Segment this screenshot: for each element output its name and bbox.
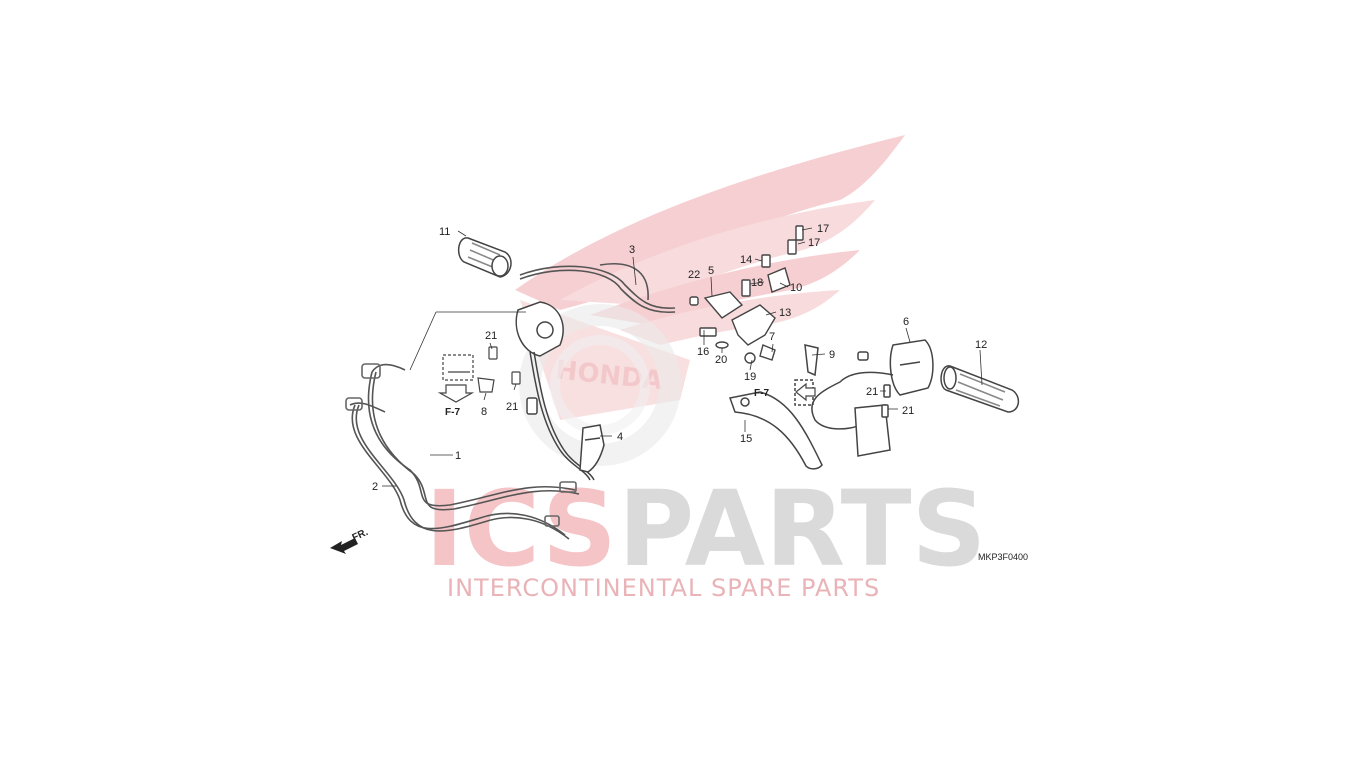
callout-13: 13	[779, 307, 791, 319]
callout-21a: 21	[485, 330, 497, 342]
callout-14: 14	[740, 254, 752, 266]
cable-3	[519, 263, 676, 314]
front-direction-arrow: FR.	[330, 527, 370, 554]
callout-20: 20	[715, 354, 727, 366]
callout-1: 1	[455, 450, 461, 462]
callout-21d: 21	[902, 405, 914, 417]
callout-7: 7	[769, 331, 775, 343]
callout-10: 10	[790, 282, 802, 294]
lever-bracket-group	[689, 225, 804, 364]
part-4-cover	[579, 424, 605, 473]
callout-8: 8	[481, 406, 487, 418]
brand-tagline: INTERCONTINENTAL SPARE PARTS	[447, 574, 880, 602]
callout-16: 16	[697, 346, 709, 358]
callout-3: 3	[629, 244, 635, 256]
callout-21c: 21	[866, 386, 878, 398]
callout-labels: 1 2 3 4 5 6 7 8 9 10 11 12 13 14 15 16 1…	[372, 223, 987, 493]
callout-21b: 21	[506, 401, 518, 413]
callout-6: 6	[903, 316, 909, 328]
callout-12: 12	[975, 339, 987, 351]
right-switch-housing-6	[794, 339, 934, 457]
callout-17b: 17	[817, 223, 829, 235]
left-grip-11	[457, 237, 512, 278]
callout-4: 4	[617, 431, 623, 443]
callout-15: 15	[740, 433, 752, 445]
figure-ref-label: F-7	[445, 407, 460, 418]
brand-parts: PARTS	[618, 468, 986, 590]
leader-lines	[382, 227, 983, 487]
figure-ref-label: F-7	[754, 388, 769, 399]
callout-11: 11	[439, 226, 450, 238]
right-grip-12	[940, 365, 1020, 413]
callout-9: 9	[829, 349, 835, 361]
callout-2: 2	[372, 481, 378, 493]
left-hardware	[442, 346, 521, 393]
brand-watermark: ICS PARTS INTERCONTINENTAL SPARE PARTS	[425, 468, 986, 602]
drawing-code: MKP3F0400	[978, 552, 1028, 562]
callout-17a: 17	[808, 237, 820, 249]
figure-ref-right: F-7	[754, 382, 816, 402]
callout-19: 19	[744, 371, 756, 383]
wing-emblem-watermark: HONDA	[515, 135, 905, 466]
callout-18: 18	[751, 277, 763, 289]
front-arrow-label: FR.	[351, 527, 370, 544]
brake-lever-15	[729, 391, 823, 470]
cable-assembly-1-2	[345, 363, 580, 540]
callout-5: 5	[708, 265, 714, 277]
figure-ref-left: F-7	[437, 384, 475, 418]
callout-22: 22	[688, 269, 700, 281]
